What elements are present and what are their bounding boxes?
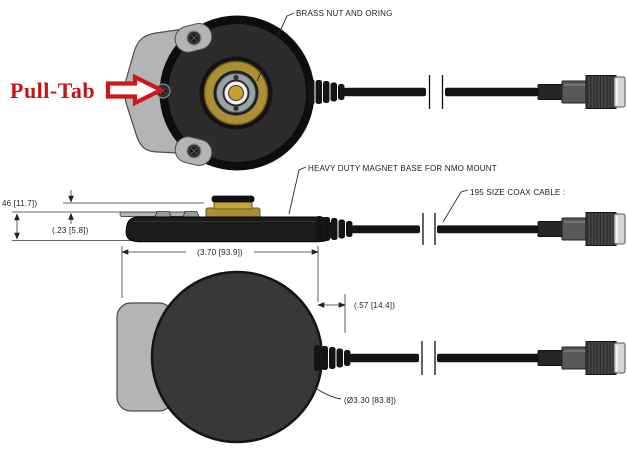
coax-cable-top	[308, 74, 626, 110]
magnet-base-side	[125, 216, 333, 243]
callout-brass-nut: BRASS NUT AND ORING	[256, 9, 393, 82]
dimension-base-diameter: (Ø3.30 [83.8])	[344, 396, 396, 405]
coax-cable-label: 195 SIZE COAX CABLE :	[470, 188, 565, 197]
callout-magnet-base: HEAVY DUTY MAGNET BASE FOR NMO MOUNT	[288, 164, 497, 215]
dimension-mount-height: 46 [11.7])	[2, 199, 37, 208]
screw-icon	[186, 143, 202, 159]
nmo-mount-side	[205, 195, 261, 218]
strain-relief	[314, 345, 351, 371]
coax-cable-side	[316, 211, 626, 247]
magnet-base-bottom	[150, 270, 324, 444]
red-arrow-icon	[105, 73, 166, 107]
dimension-overall-width: (3.70 [93.9])	[197, 248, 243, 257]
diameter-callout: (Ø3.30 [83.8])	[310, 384, 396, 405]
screw-dome	[182, 211, 200, 218]
strain-relief-dimension: (.57 [14.4])	[317, 294, 395, 333]
cable-break-icon	[428, 75, 444, 109]
dimension-tab-offset: (.23 [5.8])	[52, 226, 89, 235]
cable-break-icon	[421, 341, 436, 375]
rf-connector-icon	[537, 211, 626, 247]
pull-tab-annotation: Pull-Tab	[10, 73, 166, 107]
rf-connector-icon	[537, 340, 626, 376]
bottom-view: (.57 [14.4]) (Ø3.30 [83.8])	[116, 270, 626, 444]
strain-relief	[308, 79, 345, 105]
strain-relief	[316, 216, 353, 242]
screw-icon	[186, 30, 202, 46]
top-view: BRASS NUT AND ORING Pull-Tab	[10, 9, 626, 171]
width-dimension: (3.70 [93.9])	[121, 246, 319, 302]
magnet-base-label: HEAVY DUTY MAGNET BASE FOR NMO MOUNT	[308, 164, 497, 173]
callout-coax-cable: 195 SIZE COAX CABLE :	[442, 188, 565, 223]
coax-cable-bottom	[314, 340, 626, 376]
pull-tab-label: Pull-Tab	[10, 78, 95, 103]
pull-tab-side	[119, 211, 191, 217]
dimension-strain-relief: (.57 [14.4])	[354, 301, 395, 310]
cable-break-icon	[422, 213, 436, 245]
screw-dome	[154, 211, 172, 218]
nmo-mount-face	[199, 56, 273, 130]
brass-nut-label: BRASS NUT AND ORING	[296, 9, 393, 18]
side-view: 46 [11.7]) (.23 [5.8])	[2, 164, 626, 302]
rf-connector-icon	[537, 74, 626, 110]
center-contact	[228, 85, 244, 101]
